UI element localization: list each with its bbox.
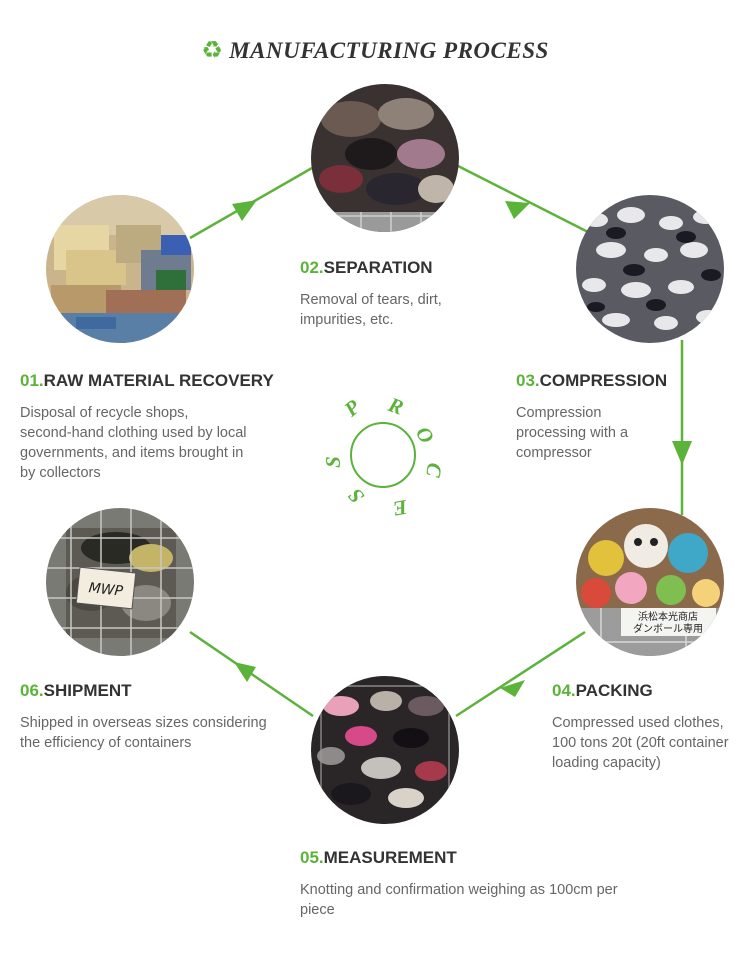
step-number: 05. [300,848,324,867]
step-04: 04.PACKING Compressed used clothes, 100 … [552,681,748,773]
process-letter: E [391,494,409,522]
process-ring: P R O C E S S [318,390,448,522]
step-description: Compressed used clothes, 100 tons 20t (2… [552,713,748,773]
process-letter: S [343,483,369,509]
desc-line: Compression [516,405,602,421]
recycle-icon: ♻ [201,36,224,64]
arrowhead-3-4 [672,441,692,465]
desc-line: Shipped in overseas sizes considering [20,715,267,731]
process-letter: S [321,456,345,468]
photo-raw-material [46,195,194,343]
desc-line: Disposal of recycle shops, [20,405,189,421]
step-number: 04. [552,681,576,700]
photo-measurement [311,676,459,824]
process-letter: O [410,422,440,448]
arrow-4-5 [455,630,586,718]
mwp-label: MWP [88,580,124,600]
center-circle [350,422,416,488]
desc-line: by collectors [20,465,101,481]
desc-line: piece [300,902,335,918]
desc-line: compressor [516,445,592,461]
desc-line: governments, and items brought in [20,445,244,461]
process-letter: C [420,461,448,479]
step-description: Disposal of recycle shops, second-hand c… [20,403,274,483]
arrowhead-5-6 [234,662,256,682]
desc-line: impurities, etc. [300,312,394,328]
step-02: 02.SEPARATION Removal of tears, dirt, im… [300,258,442,330]
step-description: Shipped in overseas sizes considering th… [20,713,267,753]
desc-line: Knotting and confirmation weighing as 10… [300,882,618,898]
arrowhead-4-5 [500,680,525,697]
desc-line: loading capacity) [552,755,661,771]
page-title: ♻MANUFACTURING PROCESS [0,36,750,64]
step-heading: 04.PACKING [552,681,748,701]
step-number: 06. [20,681,44,700]
step-05: 05.MEASUREMENT Knotting and confirmation… [300,848,618,920]
process-letter: R [385,392,407,420]
step-heading: 01.RAW MATERIAL RECOVERY [20,371,274,391]
desc-line: Compressed used clothes, [552,715,724,731]
process-letter: P [339,394,365,422]
packing-sign-line-1: 浜松本光商店 [638,610,698,623]
step-title: COMPRESSION [539,371,668,390]
arrowhead-2-3 [505,201,530,219]
packing-sign-line-2: ダンボール専用 [633,622,703,635]
step-heading: 06.SHIPMENT [20,681,267,701]
desc-line: the efficiency of containers [20,735,192,751]
photo-shipment: MWP [46,508,194,656]
step-description: Compression processing with a compressor [516,403,667,463]
step-01: 01.RAW MATERIAL RECOVERY Disposal of rec… [20,371,274,483]
step-title: PACKING [575,681,653,700]
step-description: Knotting and confirmation weighing as 10… [300,880,618,920]
step-description: Removal of tears, dirt, impurities, etc. [300,290,442,330]
desc-line: second-hand clothing used by local [20,425,247,441]
step-title: SEPARATION [323,258,433,277]
step-06: 06.SHIPMENT Shipped in overseas sizes co… [20,681,267,753]
step-number: 01. [20,371,44,390]
step-03: 03.COMPRESSION Compression processing wi… [516,371,667,463]
photo-separation [311,84,459,232]
step-heading: 05.MEASUREMENT [300,848,618,868]
step-heading: 03.COMPRESSION [516,371,667,391]
step-title: MEASUREMENT [323,848,457,867]
arrow-2-3 [457,164,589,234]
step-title: SHIPMENT [43,681,132,700]
desc-line: Removal of tears, dirt, [300,292,442,308]
step-number: 03. [516,371,540,390]
step-heading: 02.SEPARATION [300,258,442,278]
arrowhead-1-2 [232,200,257,221]
step-title: RAW MATERIAL RECOVERY [43,371,274,390]
title-text: MANUFACTURING PROCESS [229,38,549,63]
photo-compression [576,195,724,343]
desc-line: 100 tons 20t (20ft container [552,735,729,751]
desc-line: processing with a [516,425,629,441]
step-number: 02. [300,258,324,277]
photo-packing: 浜松本光商店 ダンボール専用 [576,508,724,656]
